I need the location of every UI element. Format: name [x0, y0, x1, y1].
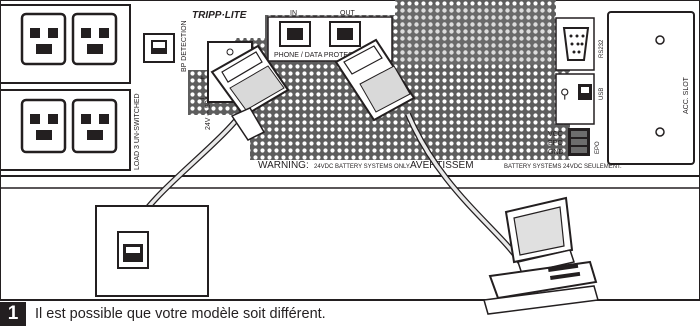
battery-plus-symbol: +	[199, 74, 205, 85]
usb-icon: ⚲	[560, 86, 570, 101]
accessory-slot	[608, 12, 694, 164]
rs232-port	[556, 18, 594, 70]
epo-label: EPO	[548, 140, 563, 147]
acc-slot-label: ACC. SLOT	[683, 76, 690, 114]
phone-out-label: OUT	[340, 10, 356, 17]
warning-fr-tail: BATTERY SYSTEMS 24VDC SEULEMENT.	[504, 164, 622, 170]
usb-port: ⚲	[556, 74, 594, 124]
outlet-bank-top	[0, 5, 130, 83]
phone-in-label: IN	[290, 10, 297, 17]
epo-terminal: VCC EPO GND	[548, 128, 590, 156]
caption-text: Il est possible que votre modèle soit di…	[35, 306, 326, 322]
rs232-label: RS232	[599, 39, 605, 58]
brand-logo: TRIPP·LITE	[192, 10, 247, 21]
warning-lead: WARNING:	[258, 160, 309, 171]
wall-phone-jack	[96, 206, 208, 296]
usb-label: USB	[599, 88, 605, 100]
gnd-label: GND	[548, 149, 564, 156]
warning-mid: 24VDC BATTERY SYSTEMS ONLY.	[314, 164, 411, 170]
epo-side-label: EPO	[595, 141, 601, 154]
battery-minus-symbol: −	[199, 94, 205, 105]
step-number-badge: 1	[0, 302, 26, 326]
load-bank-label: LOAD 3 UN-SWITCHED	[134, 93, 141, 170]
figure-caption: 1 Il est possible que votre modèle soit …	[0, 302, 326, 326]
bp-detection-label: BP DETECTION	[181, 20, 188, 72]
outlet-bank-bottom	[0, 90, 130, 170]
bp-detection-port	[144, 34, 174, 62]
vcc-label: VCC	[548, 131, 563, 138]
